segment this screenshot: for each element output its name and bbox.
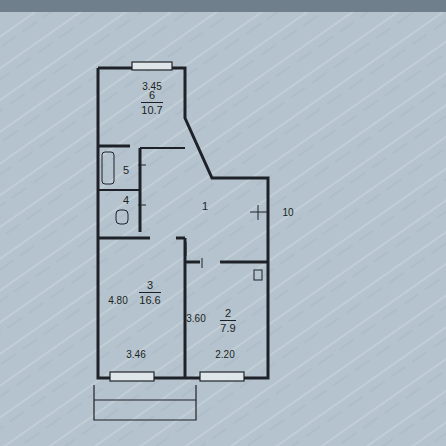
fraction-line — [141, 102, 162, 103]
walls — [98, 68, 268, 378]
room-area: 10.7 — [141, 104, 162, 116]
dimension: 4.80 — [108, 295, 127, 306]
dimension: 3.45 — [142, 81, 161, 92]
callout-number: 10 — [282, 207, 293, 218]
top-strip — [0, 0, 446, 12]
balcony — [94, 385, 196, 420]
room-number: 5 — [123, 164, 129, 176]
room-label: 1 — [199, 199, 211, 213]
fraction-line — [220, 320, 235, 321]
room-area: 7.9 — [220, 322, 235, 334]
room-number: 3 — [147, 279, 153, 291]
fraction-line — [139, 292, 160, 293]
room-label: 27.9 — [217, 306, 238, 335]
room-label: 4 — [120, 193, 132, 207]
room-label: 610.7 — [138, 88, 165, 117]
room-number: 1 — [202, 200, 208, 212]
room-number: 2 — [225, 307, 231, 319]
dimension: 3.46 — [126, 349, 145, 360]
dimension: 2.20 — [215, 349, 234, 360]
room-label: 5 — [120, 163, 132, 177]
room-number: 4 — [123, 194, 129, 206]
room-label: 316.6 — [136, 278, 163, 307]
windows — [110, 62, 244, 381]
room-area: 16.6 — [139, 294, 160, 306]
fixtures — [102, 152, 268, 280]
dimension: 3.60 — [186, 313, 205, 324]
